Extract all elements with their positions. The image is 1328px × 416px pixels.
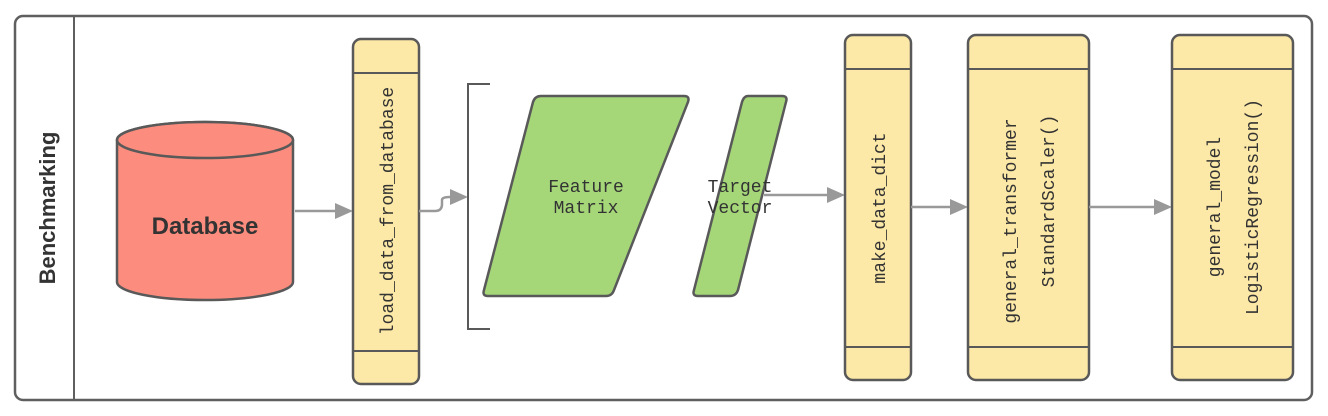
lane-label: Benchmarking xyxy=(35,132,60,285)
feature-matrix-line1: Feature xyxy=(548,178,624,198)
target-vector-line2: Vector xyxy=(708,199,773,219)
transformer-step: general_transformer StandardScaler() xyxy=(966,33,1091,382)
arrow-vector-to-dict xyxy=(764,187,845,203)
load-data-label: load_data_from_database xyxy=(379,87,399,335)
make-data-dict-label: make_data_dict xyxy=(871,132,891,283)
feature-matrix-node: Feature Matrix xyxy=(482,94,690,298)
load-data-step: load_data_from_database xyxy=(351,37,421,386)
arrow-database-to-load xyxy=(295,203,353,219)
arrow-dict-to-transformer xyxy=(911,199,968,215)
data-bracket xyxy=(467,83,490,330)
target-vector-shape xyxy=(692,94,788,298)
model-step: general_model LogisticRegression() xyxy=(1170,33,1295,382)
model-label-class: LogisticRegression() xyxy=(1244,99,1264,315)
target-vector-node: Target Vector xyxy=(692,94,788,298)
model-box xyxy=(1170,33,1295,382)
database-label: Database xyxy=(152,213,259,240)
transformer-label-name: general_transformer xyxy=(1002,118,1022,323)
make-data-dict-step: make_data_dict xyxy=(843,33,913,382)
transformer-box xyxy=(966,33,1091,382)
database-cylinder-top xyxy=(115,120,295,160)
arrow-load-to-data xyxy=(419,189,468,213)
transformer-label-class: StandardScaler() xyxy=(1040,115,1060,288)
target-vector-line1: Target xyxy=(708,178,773,198)
feature-matrix-shape xyxy=(482,94,690,298)
model-label-name: general_model xyxy=(1206,137,1226,277)
arrow-transformer-to-model xyxy=(1089,199,1172,215)
feature-matrix-line2: Matrix xyxy=(554,199,619,219)
database-node: Database xyxy=(115,120,295,302)
